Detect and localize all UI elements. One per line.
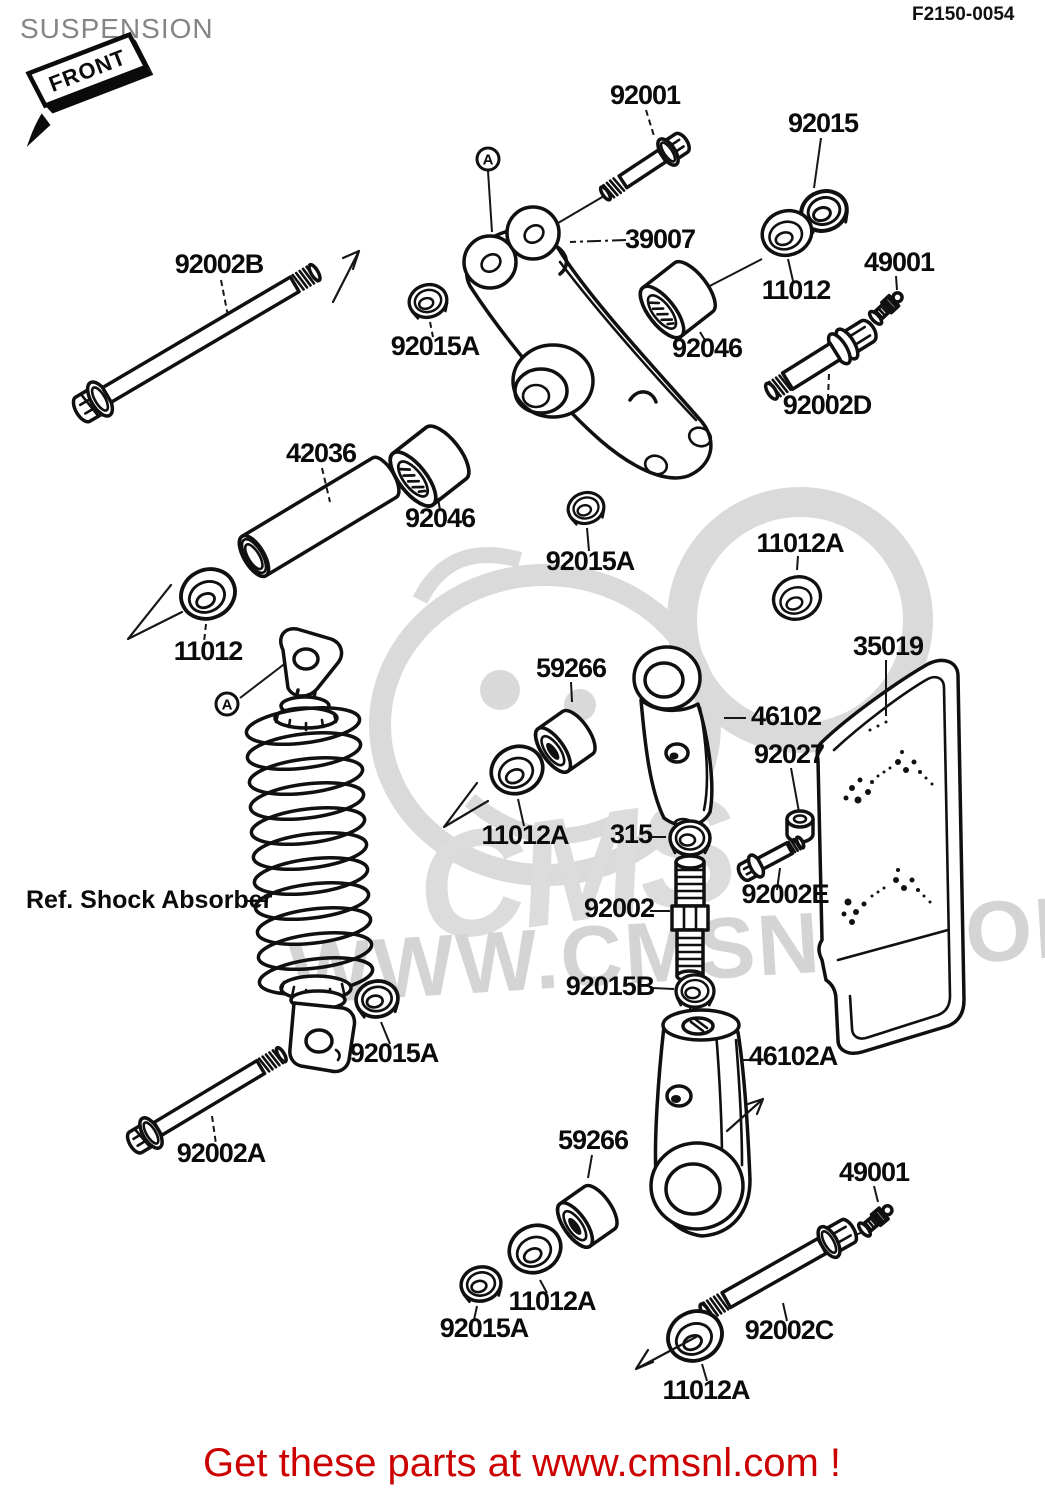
part-92015A-nut: [403, 278, 453, 324]
front-arrow-icon: [26, 113, 51, 147]
part-callout-92027: 92027: [754, 739, 824, 769]
ref-shock-absorber-label: Ref. Shock Absorber: [26, 886, 273, 914]
part-92015A-nut: [563, 486, 609, 530]
guard-spatter-texture: [841, 720, 934, 925]
part-callout-11012A: 11012A: [756, 528, 844, 558]
part-callout-92015: 92015: [788, 108, 859, 138]
part-callout-35019: 35019: [853, 631, 924, 661]
direction-arrow-icon: [634, 1335, 698, 1371]
part-callout-92001: 92001: [610, 80, 681, 110]
part-callout-11012: 11012: [762, 275, 831, 305]
part-92002B-bolt: [71, 262, 322, 424]
part-callout-92002C: 92002C: [745, 1315, 834, 1345]
part-callout-315: 315: [610, 819, 653, 849]
ref-shock-absorber: [244, 627, 375, 1074]
watermark-eye-icon: [480, 670, 520, 710]
part-92002D-bolt: [763, 318, 878, 401]
svg-text:A: A: [483, 152, 494, 169]
part-callout-92002E: 92002E: [741, 879, 828, 909]
part-92027-collar: [785, 809, 815, 844]
part-11012A-grommet: [499, 1215, 571, 1283]
part-callout-59266: 59266: [558, 1125, 629, 1155]
part-callout-92015B: 92015B: [566, 971, 655, 1001]
part-callout-92015A: 92015A: [350, 1038, 439, 1068]
part-callout-92015A: 92015A: [546, 546, 635, 576]
part-callout-92015A: 92015A: [391, 331, 480, 361]
part-callout-49001: 49001: [839, 1157, 910, 1187]
part-callout-39007: 39007: [625, 224, 695, 254]
leader-lines: [203, 109, 898, 1382]
part-92002C-bolt: [698, 1217, 859, 1322]
part-42036-sleeve: [237, 455, 401, 579]
part-callout-92002A: 92002A: [177, 1138, 266, 1168]
footer-promo-text: Get these parts at www.cmsnl.com !: [203, 1441, 841, 1485]
part-callout-42036: 42036: [286, 438, 357, 468]
part-callouts: 92001 92015 39007 11012 49001 92002D 92002B 920…: [174, 80, 936, 1405]
part-49001-grease-fitting: [854, 1199, 898, 1240]
part-callout-92002B: 92002B: [175, 249, 264, 279]
part-callout-11012A: 11012A: [508, 1286, 596, 1316]
part-39007-rocker-arm: [462, 205, 713, 480]
part-callout-92002: 92002: [584, 893, 654, 923]
part-92046-needle-bearing: [630, 253, 725, 347]
circled-a-marker: A: [214, 691, 240, 717]
direction-arrow-icon: [126, 583, 184, 641]
part-92001-bolt: [598, 131, 691, 202]
part-callout-11012: 11012: [174, 636, 243, 666]
part-callout-59266: 59266: [536, 653, 607, 683]
part-callout-92046: 92046: [672, 333, 743, 363]
front-direction-stamp: FRONT: [25, 31, 154, 147]
part-callout-11012A: 11012A: [481, 820, 569, 850]
circled-a-marker: A: [475, 146, 501, 172]
direction-arrow-icon: [725, 1097, 765, 1133]
part-callout-46102A: 46102A: [749, 1041, 838, 1071]
part-46102A-tie-rod: [649, 1008, 752, 1238]
assembly-markers: AA: [214, 146, 501, 717]
part-callout-49001: 49001: [864, 247, 935, 277]
diagram-code: F2150-0054: [912, 4, 1015, 25]
part-11012A-grommet: [765, 568, 829, 628]
direction-arrow-icon: [331, 249, 361, 304]
part-46102-tie-rod: [632, 645, 714, 829]
part-92015A-nut: [456, 1261, 506, 1307]
part-92015B-nut: [674, 973, 716, 1009]
part-92002A-bolt: [125, 1045, 288, 1155]
direction-arrow-icon: [442, 781, 490, 829]
part-callout-92002D: 92002D: [783, 390, 872, 420]
part-315-nut: [668, 819, 712, 857]
part-callout-92015A: 92015A: [440, 1313, 529, 1343]
part-callout-11012A: 11012A: [662, 1375, 750, 1405]
part-35019-guard: [815, 658, 966, 1055]
part-92002E-bolt: [736, 835, 806, 883]
svg-text:A: A: [222, 697, 233, 714]
part-callout-46102: 46102: [751, 701, 821, 731]
part-11012-grommet: [170, 558, 246, 630]
part-callout-92046: 92046: [405, 503, 476, 533]
part-92002-adjuster-stud: [670, 854, 710, 983]
part-49001-grease-fitting: [865, 286, 909, 328]
